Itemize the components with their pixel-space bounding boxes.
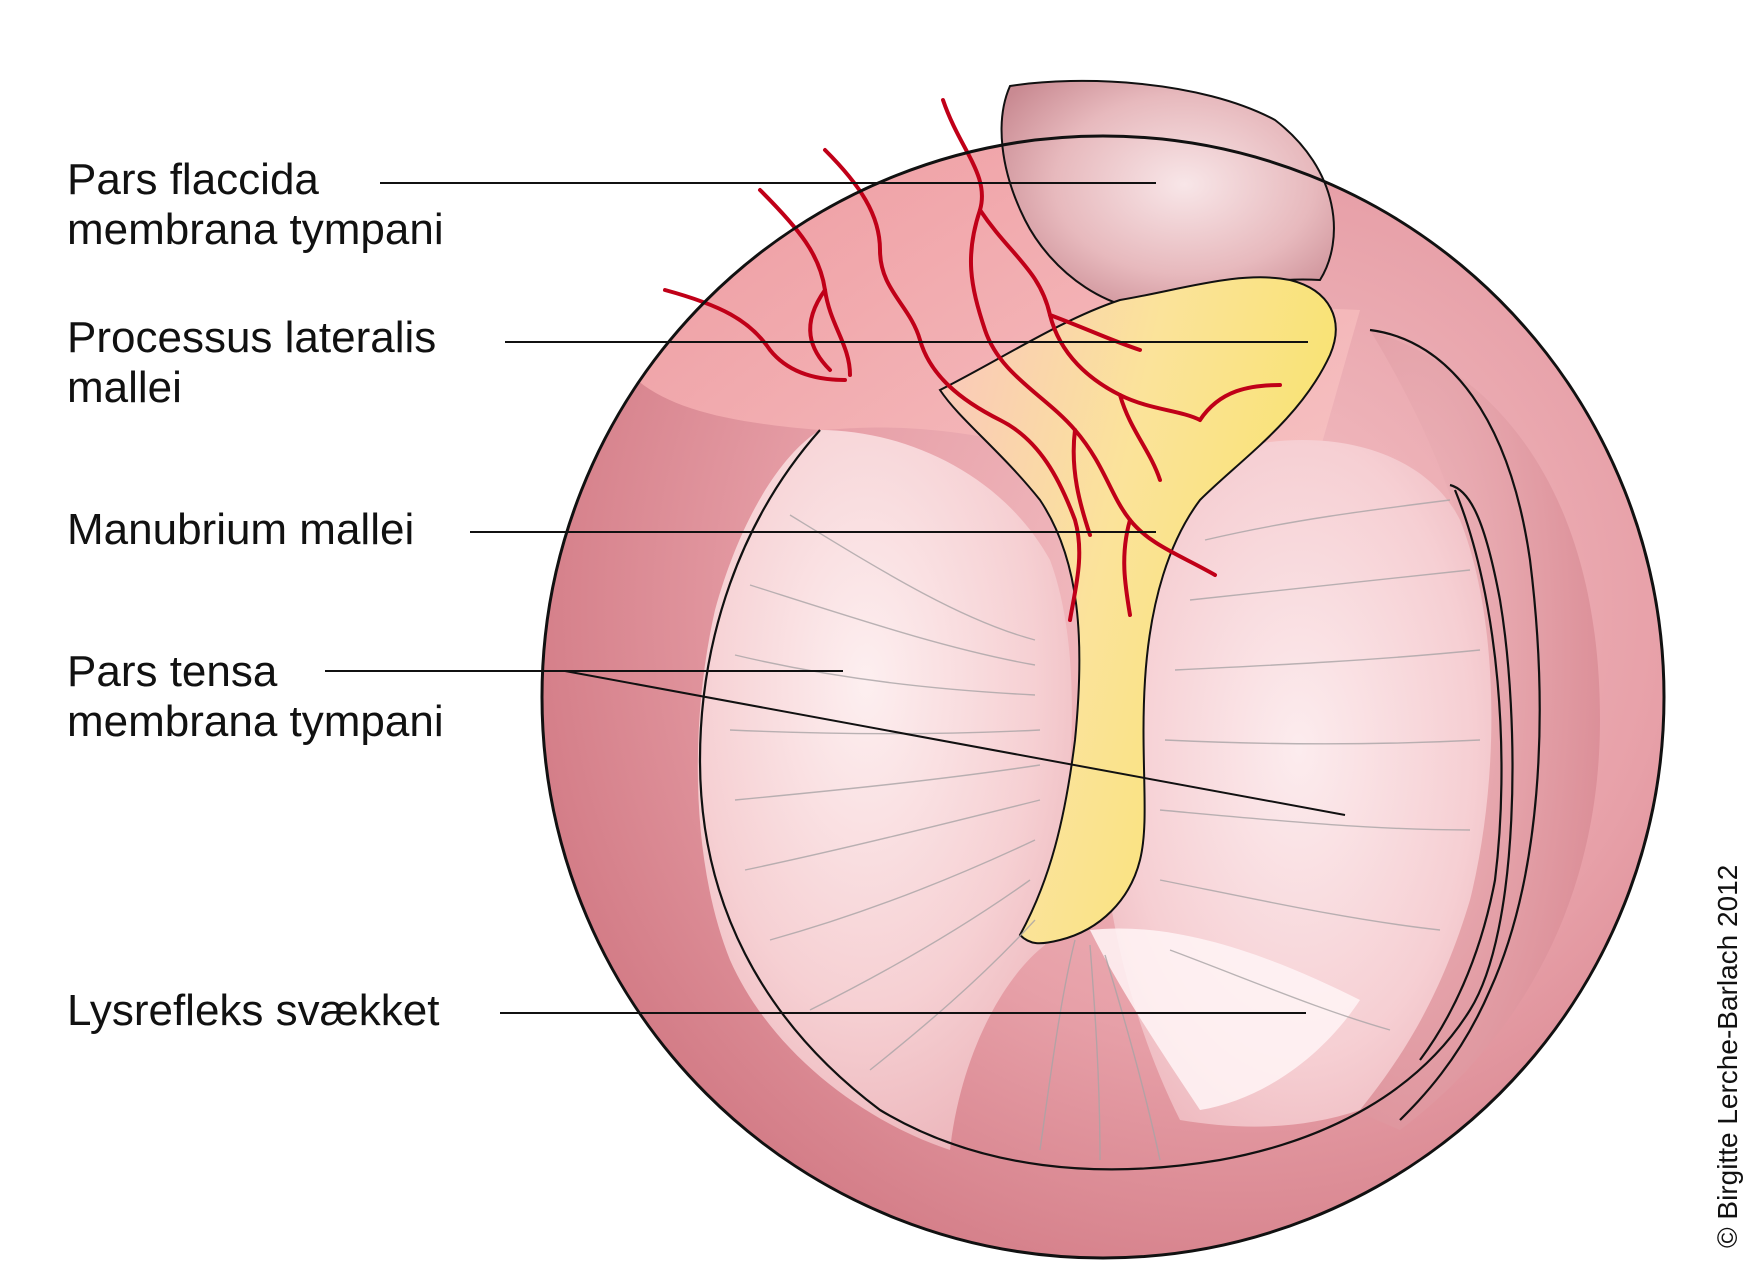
leader-lines xyxy=(325,182,1346,1014)
pars-tensa-left xyxy=(697,430,1072,1150)
pars-tensa-outline xyxy=(698,429,1514,1171)
copyright-credit: © Birgitte Lerche-Barlach 2012 xyxy=(1712,864,1743,1248)
label-pars-flaccida: Pars flaccida membrana tympani xyxy=(67,155,444,254)
leader-line-pars-tensa-b xyxy=(564,670,1346,816)
membrane-fibers xyxy=(729,499,1481,1161)
posterior-fold-outline xyxy=(1369,328,1541,1121)
label-lysrefleks: Lysrefleks svækket xyxy=(67,986,440,1035)
ear-canal-outline xyxy=(540,134,1666,1260)
annulus-outline xyxy=(1419,489,1503,1061)
label-processus-lateralis: Processus lateralis mallei xyxy=(67,313,437,412)
annulus-rim xyxy=(1330,330,1600,1130)
label-pars-tensa: Pars tensa membrana tympani xyxy=(67,647,444,746)
light-reflex xyxy=(1090,928,1360,1110)
label-manubrium-mallei: Manubrium mallei xyxy=(67,505,415,554)
manubrium-mallei-shape xyxy=(938,276,1337,945)
